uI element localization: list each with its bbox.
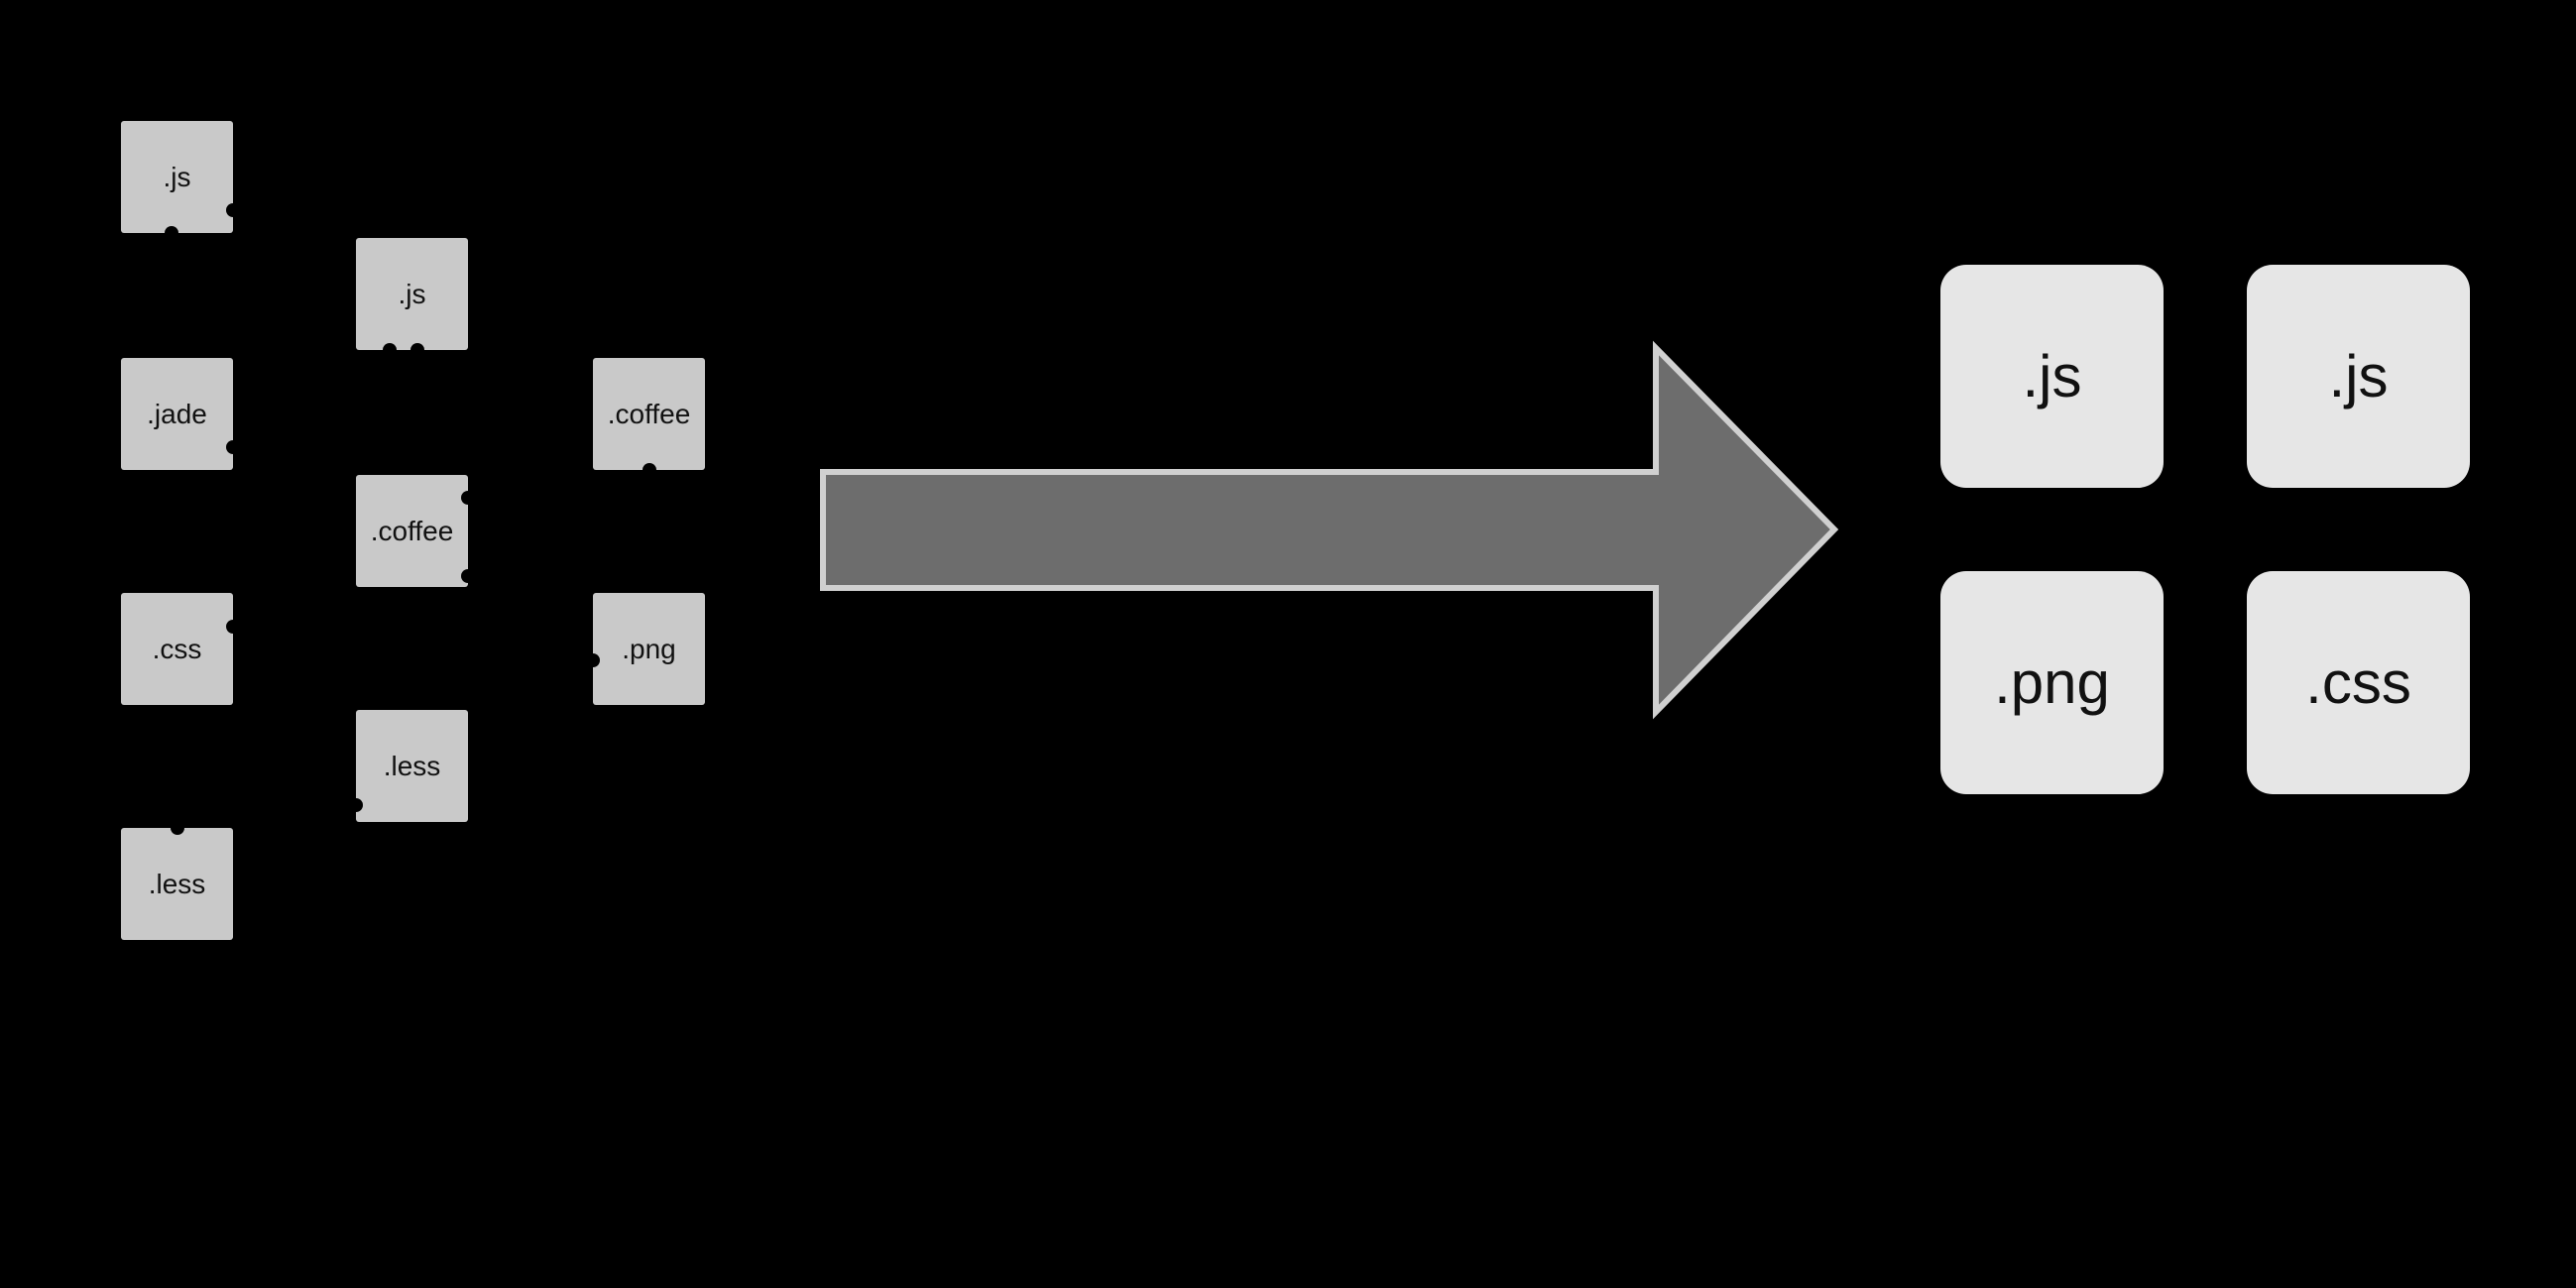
module-label: .jade (147, 398, 207, 429)
module-label: .png (622, 633, 676, 664)
module-node: .png (586, 593, 705, 705)
module-label: .coffee (370, 515, 454, 546)
connector-dot (226, 440, 240, 455)
output-asset: .png (1940, 571, 2164, 794)
connector-dot (226, 203, 240, 218)
module-node: .css (121, 593, 240, 705)
module-node: .coffee (593, 358, 705, 477)
module-label: .js (398, 278, 426, 309)
module-node: .less (349, 710, 468, 822)
output-label: .js (2328, 342, 2389, 410)
arrow-shape (820, 340, 1839, 720)
connector-dot (461, 568, 475, 583)
module-node: .js (356, 238, 468, 357)
output-label: .css (2305, 648, 2411, 716)
module-label: .less (148, 868, 206, 899)
module-label: .js (163, 161, 191, 192)
connector-dot (382, 343, 397, 357)
output-asset: .js (1940, 265, 2164, 488)
connector-dot (461, 490, 475, 505)
module-label: .css (152, 633, 202, 664)
connector-dot (226, 619, 240, 634)
module-node: .jade (121, 358, 240, 470)
connector-dot (410, 343, 425, 357)
output-label: .js (2022, 342, 2082, 410)
connector-dot (164, 226, 178, 240)
connector-dot (170, 821, 184, 835)
module-node: .js (121, 121, 240, 240)
output-asset: .css (2247, 571, 2470, 794)
connector-dot (586, 652, 600, 667)
connector-dot (642, 463, 656, 477)
output-label: .png (1994, 648, 2110, 716)
module-label: .coffee (607, 398, 691, 429)
module-node: .less (121, 821, 233, 940)
module-label: .less (383, 750, 441, 781)
connector-dot (349, 798, 363, 813)
module-node: .coffee (356, 475, 475, 587)
output-asset: .js (2247, 265, 2470, 488)
